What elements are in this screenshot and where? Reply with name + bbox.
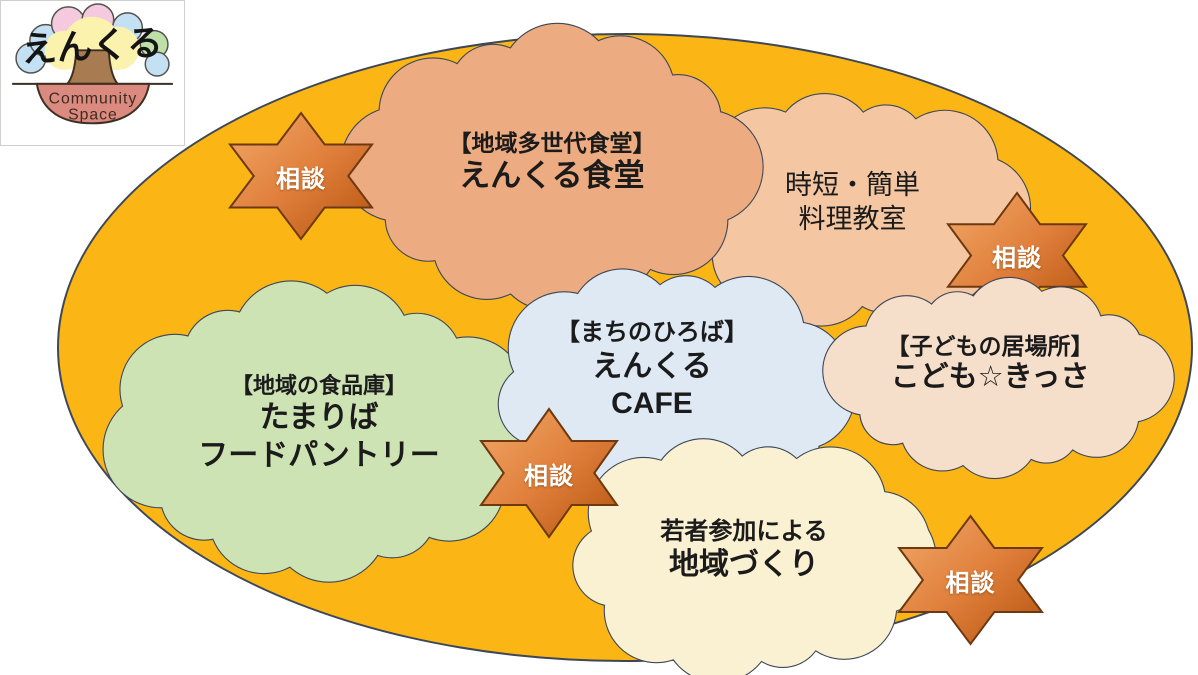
cloud-title: フードパントリー	[198, 438, 440, 472]
cloud-title: 地域づくり	[669, 548, 819, 582]
consultation-star-bottom-right: 相談	[899, 516, 1042, 644]
logo-tagline-line1: Community	[49, 91, 138, 108]
cloud-enkuru-shokudo: 【地域多世代食堂】 えんくる食堂	[340, 22, 764, 312]
consultation-star-center-left: 相談	[481, 409, 617, 537]
cloud-food-pantry: 【地域の食品庫】 たまりば フードパントリー	[102, 280, 539, 583]
cloud-shape-icon	[340, 22, 764, 312]
consultation-star-label: 相談	[524, 462, 574, 490]
cloud-category: 【子どもの居場所】	[886, 332, 1094, 359]
logo-title: えんくる	[20, 23, 163, 70]
cloud-ryori-label: 時短・簡単 料理教室	[690, 106, 1015, 299]
cloud-title: えんくる食堂	[459, 158, 645, 194]
cloud-shape-icon	[102, 280, 539, 583]
enkuru-logo: えんくる Community Space	[0, 0, 185, 146]
cloud-kodomo-kissa: 【子どもの居場所】 こども☆きっさ	[822, 276, 1175, 480]
cloud-category: 【地域多世代食堂】	[448, 129, 656, 156]
cloud-kissa-label: 【子どもの居場所】 こども☆きっさ	[819, 283, 1161, 445]
cloud-chiiki-zukuri: 若者参加による 地域づくり	[572, 438, 937, 675]
cloud-category: 【地域の食品庫】	[230, 373, 407, 399]
consultation-star-label: 相談	[276, 165, 326, 193]
enkuru-tree-logo-icon: えんくる Community Space	[12, 3, 173, 125]
cloud-shape-icon	[822, 276, 1175, 480]
cloud-shape-icon	[572, 438, 937, 675]
six-point-star-icon	[230, 113, 372, 239]
cloud-chiiki-label: 若者参加による 地域づくり	[570, 447, 918, 653]
cloud-title: CAFE	[611, 386, 693, 420]
logo-tagline-line2: Space	[68, 106, 118, 123]
cloud-cafe-label: 【まちのひろば】 えんくる CAFE	[483, 258, 821, 482]
cloud-title: こども☆きっさ	[890, 361, 1090, 394]
cloud-pantry-label: 【地域の食品庫】 たまりば フードパントリー	[110, 288, 528, 558]
consultation-star-top-left: 相談	[230, 113, 372, 239]
cloud-title: えんくる	[592, 349, 712, 383]
cloud-title: たまりば	[259, 401, 379, 435]
bowl-icon	[35, 82, 151, 125]
cloud-category: 【まちのひろば】	[556, 318, 748, 346]
six-point-star-icon	[481, 409, 617, 537]
six-point-star-icon	[899, 516, 1042, 644]
tree-canopy-icon	[15, 3, 170, 77]
cloud-shokudo-label: 【地域多世代食堂】 えんくる食堂	[352, 37, 752, 287]
cloud-text-line: 時短・簡単	[785, 170, 920, 201]
consultation-star-label: 相談	[992, 245, 1042, 272]
cloud-text-line: 料理教室	[798, 203, 907, 234]
cloud-text-line: 若者参加による	[660, 517, 828, 545]
consultation-star-label: 相談	[945, 569, 996, 597]
